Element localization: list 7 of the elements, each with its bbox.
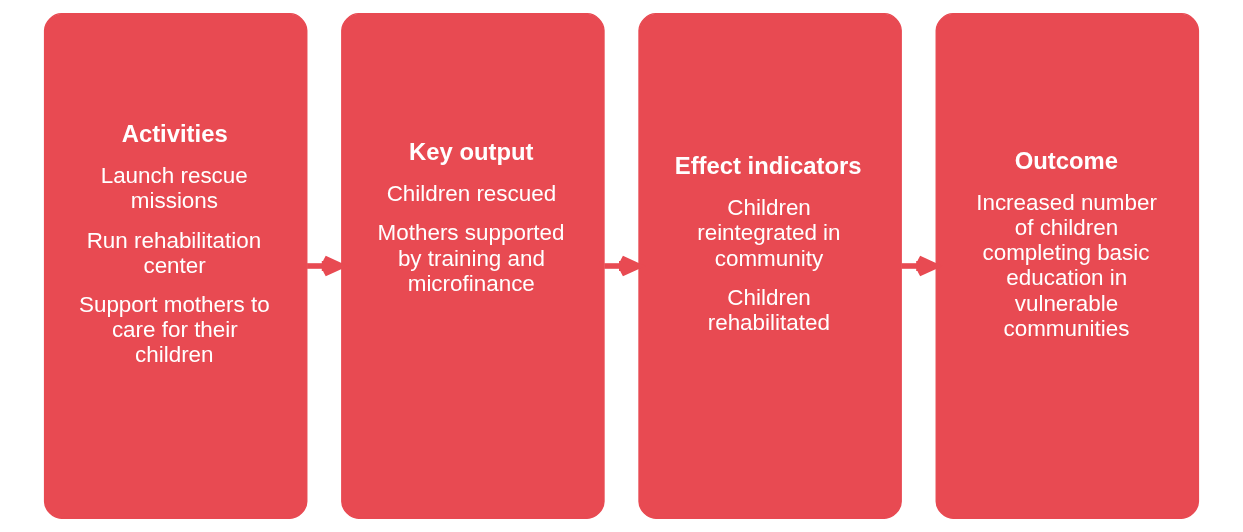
node-box: Key output Children rescued Mothers supported by training and microfinance <box>341 12 605 520</box>
node-box: Outcome Increased number of children completing basic education in vulnerable communities <box>935 12 1200 520</box>
arrow <box>604 255 642 277</box>
arrow <box>307 255 345 277</box>
arrow <box>901 255 939 277</box>
node-box: Activities Launch rescue missions Run rehabilitation center Support mothers to care for their children <box>43 12 308 520</box>
node-box: Effect indicators Children reintegrated in community Children rehabilitated <box>638 12 902 520</box>
